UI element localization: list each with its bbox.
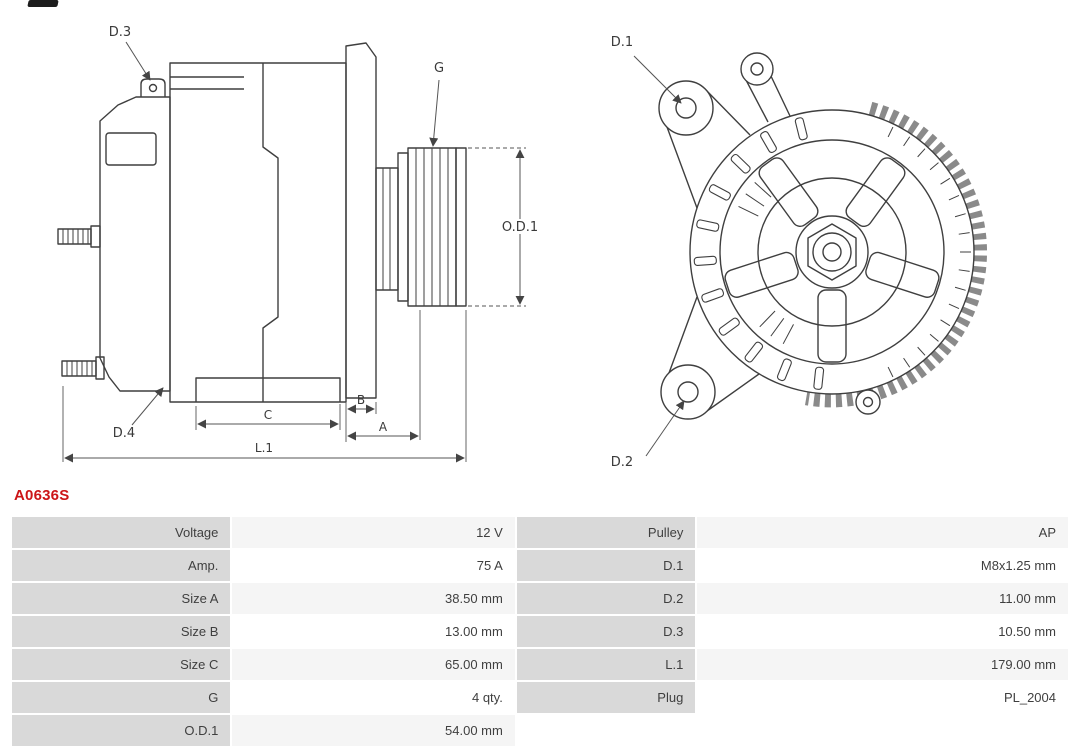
spec-row: Amp. 75 A D.1 M8x1.25 mm bbox=[12, 550, 1068, 581]
spec-label: Size A bbox=[12, 583, 231, 614]
spec-label: Pulley bbox=[516, 517, 696, 548]
spec-label-empty bbox=[517, 715, 696, 746]
spec-label: Plug bbox=[516, 682, 696, 713]
face-inner-ring bbox=[757, 177, 907, 327]
spec-row: Size C 65.00 mm L.1 179.00 mm bbox=[12, 649, 1068, 680]
stator-body bbox=[169, 62, 347, 403]
pulley bbox=[397, 147, 467, 307]
dimension-lines bbox=[62, 41, 526, 463]
spec-value: 10.50 mm bbox=[697, 616, 1068, 647]
spec-row: Voltage 12 V Pulley AP bbox=[12, 517, 1068, 548]
terminal-stud bbox=[57, 225, 101, 248]
alternator-front-view bbox=[658, 52, 988, 420]
housing-outline bbox=[689, 109, 975, 395]
spec-table-container: Voltage 12 V Pulley AP Amp. 75 A D.1 M8x… bbox=[10, 515, 1070, 748]
label-od1: O.D.1 bbox=[502, 220, 538, 235]
label-l1: L.1 bbox=[255, 441, 273, 455]
inner-vent-hatch bbox=[738, 182, 794, 345]
spec-value: 11.00 mm bbox=[697, 583, 1068, 614]
label-b: B bbox=[357, 393, 365, 407]
spec-value: 54.00 mm bbox=[232, 715, 515, 746]
mounting-lug-bottom bbox=[660, 296, 760, 420]
spec-label: O.D.1 bbox=[12, 715, 231, 746]
spec-label: D.1 bbox=[516, 550, 696, 581]
spec-label: G bbox=[12, 682, 231, 713]
inner-rib-ticks bbox=[887, 126, 971, 378]
spec-value: PL_2004 bbox=[697, 682, 1068, 713]
spec-value: 38.50 mm bbox=[232, 583, 515, 614]
spec-row: G 4 qty. Plug PL_2004 bbox=[12, 682, 1068, 713]
spec-value: AP bbox=[697, 517, 1068, 548]
spec-label: D.3 bbox=[516, 616, 696, 647]
spec-label: Size C bbox=[12, 649, 231, 680]
spec-row: O.D.1 54.00 mm bbox=[12, 715, 1068, 746]
alternator-side-view bbox=[57, 42, 467, 403]
spec-value: 13.00 mm bbox=[232, 616, 515, 647]
spec-value: 4 qty. bbox=[232, 682, 515, 713]
label-a: A bbox=[379, 420, 388, 434]
label-d2: D.2 bbox=[611, 455, 633, 470]
ear-top bbox=[740, 52, 791, 123]
spec-value: 12 V bbox=[232, 517, 515, 548]
fan-spokes bbox=[724, 157, 940, 363]
spec-label: L.1 bbox=[516, 649, 696, 680]
face-rim bbox=[719, 139, 945, 365]
spec-value: 75 A bbox=[232, 550, 515, 581]
spec-label: D.2 bbox=[516, 583, 696, 614]
spec-row: Size B 13.00 mm D.3 10.50 mm bbox=[12, 616, 1068, 647]
spec-label: Amp. bbox=[12, 550, 231, 581]
mounting-stud bbox=[61, 356, 105, 380]
label-d4: D.4 bbox=[113, 426, 135, 441]
od1-label-bg bbox=[494, 219, 546, 234]
label-g: G bbox=[434, 61, 444, 76]
front-view-leaders bbox=[633, 55, 685, 457]
spec-label: Size B bbox=[12, 616, 231, 647]
spec-value: M8x1.25 mm bbox=[697, 550, 1068, 581]
label-c: C bbox=[264, 408, 272, 422]
rear-housing bbox=[99, 78, 171, 392]
spec-row: Size A 38.50 mm D.2 11.00 mm bbox=[12, 583, 1068, 614]
label-d1: D.1 bbox=[611, 35, 633, 50]
ear-bottom-right bbox=[855, 389, 881, 415]
spec-table: Voltage 12 V Pulley AP Amp. 75 A D.1 M8x… bbox=[10, 515, 1070, 748]
spec-value: 179.00 mm bbox=[697, 649, 1068, 680]
technical-diagram: D.3 D.4 G O.D.1 B C A L.1 bbox=[57, 25, 988, 470]
label-d3: D.3 bbox=[109, 25, 131, 40]
shaft-spacer bbox=[375, 167, 399, 291]
shaft-nut bbox=[795, 215, 869, 289]
spec-label: Voltage bbox=[12, 517, 231, 548]
spec-value: 65.00 mm bbox=[232, 649, 515, 680]
spec-value-empty bbox=[697, 715, 1068, 746]
vent-slots bbox=[693, 117, 825, 390]
front-bracket bbox=[345, 42, 377, 399]
part-number: A0636S bbox=[14, 487, 70, 504]
